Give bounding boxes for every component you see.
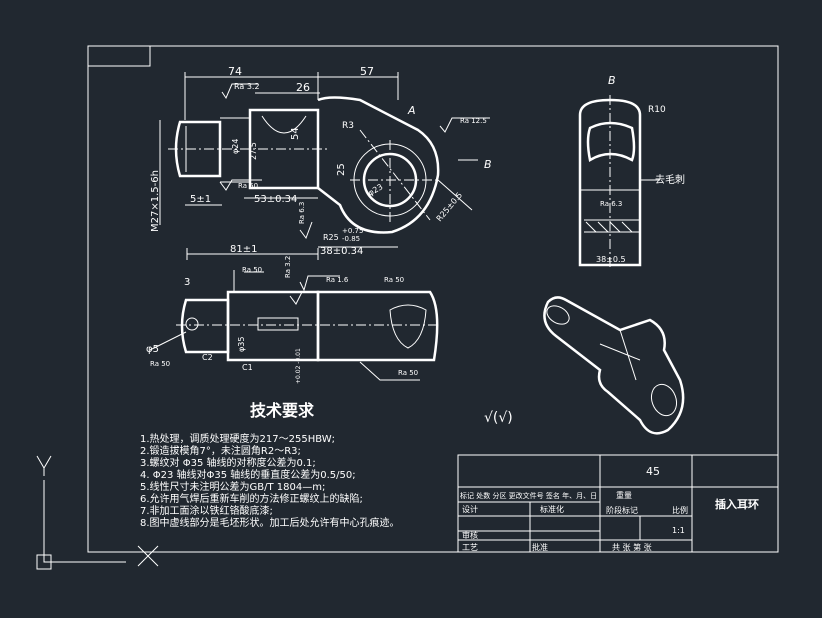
dim-27-5: 27.5	[249, 142, 258, 160]
title-process: 工艺	[462, 543, 478, 552]
dim-phi5: φ5	[146, 344, 159, 355]
roughness-ra16: Ra 1.6	[326, 276, 349, 284]
dim-phi35: φ35	[237, 337, 246, 352]
roughness-ra50: Ra 50	[238, 182, 258, 190]
front-view[interactable]: 74 57 26 Ra 3.2 R3 54 25 M27×1.5-6h 5±1 …	[150, 65, 492, 260]
title-material: 45	[646, 465, 660, 478]
drawing-border	[87, 45, 779, 553]
roughness-note: √(√)	[484, 410, 513, 426]
requirements-title: 技术要求	[250, 401, 315, 420]
requirement-line: 5.线性尺寸未注明公差为GB/T 1804—m;	[140, 480, 325, 493]
title-part-name: 插入耳环	[715, 497, 759, 511]
plan-view[interactable]: Ra 50 Ra 3.2 Ra 1.6 Ra 50 Ra 50 Ra 50 φ5…	[146, 256, 440, 384]
dim-5: 5±1	[190, 194, 211, 205]
requirement-line: 4. Φ23 轴线对Φ35 轴线的垂直度公差为0.5/50;	[140, 468, 356, 481]
dim-3: 3	[184, 277, 190, 288]
title-row-mark: 标记 处数 分区 更改文件号 签名 年、月、日	[460, 491, 597, 500]
roughness-ra50-a: Ra 50	[242, 266, 262, 274]
tol-plus: +0.75	[342, 227, 363, 235]
title-scale-value: 1:1	[672, 526, 685, 535]
title-standardize: 标准化	[540, 504, 564, 514]
dim-54: 54	[290, 127, 301, 140]
dim-phi24: φ24	[231, 139, 240, 154]
corner-tag-box	[87, 45, 151, 67]
dim-c2: C2	[202, 353, 213, 362]
dim-c1: C1	[242, 363, 253, 372]
dim-r3: R3	[342, 121, 354, 131]
technical-requirements: 技术要求 1.热处理，调质处理硬度为217～255HBW;2.锻造拔模角7°，未…	[140, 401, 513, 529]
dim-38-b: 38±0.5	[596, 255, 626, 264]
title-sheets: 共 张 第 张	[612, 542, 652, 552]
tol-minus: -0.85	[342, 235, 360, 243]
roughness-ra63-b: Ra 6.3	[600, 200, 622, 208]
requirement-line: 1.热处理，调质处理硬度为217～255HBW;	[140, 432, 335, 445]
roughness-ra50-b: Ra 50	[384, 276, 404, 284]
dim-25: 25	[336, 163, 347, 176]
dim-81: 81±1	[230, 244, 257, 255]
callout-burr: 去毛刺	[655, 174, 685, 186]
roughness-ra50-d: Ra 50	[398, 369, 418, 377]
isometric-view[interactable]	[543, 296, 685, 435]
requirement-line: 7.非加工面涂以铁红铬酸底漆;	[140, 504, 273, 517]
roughness-ra125: Ra 12.5	[460, 117, 487, 125]
view-b[interactable]: B R10 去毛刺 Ra 6.3 38±0.5	[578, 74, 685, 270]
view-b-label: B	[608, 74, 616, 87]
requirement-line: 3.螺纹对 Φ35 轴线的对称度公差为0.1;	[140, 456, 316, 469]
roughness-ra32-b: Ra 3.2	[284, 256, 292, 278]
dim-m27: M27×1.5-6h	[150, 170, 161, 232]
section-label-a: A	[407, 104, 416, 117]
title-weight: 重量	[616, 490, 632, 500]
roughness-ra32: Ra 3.2	[234, 82, 260, 91]
dim-r10: R10	[648, 105, 666, 115]
title-review: 审核	[462, 530, 478, 540]
section-label-b: B	[484, 158, 492, 171]
requirement-line: 2.锻造拔模角7°，未注圆角R2～R3;	[140, 444, 301, 457]
ucs-icon: Y X	[36, 451, 159, 570]
dim-57: 57	[360, 65, 374, 78]
requirement-line: 8.图中虚线部分是毛坯形状。加工后处允许有中心孔痕迹。	[140, 516, 400, 529]
title-design: 设计	[462, 504, 478, 514]
roughness-ra50-c: Ra 50	[150, 360, 170, 368]
dim-phi23: φ23	[367, 182, 385, 198]
dim-26: 26	[296, 81, 310, 94]
dim-tol-plan: +0.02 -0.01	[295, 348, 302, 384]
title-block[interactable]: 45 插入耳环 标记 处数 分区 更改文件号 签名 年、月、日 设计 标准化 重…	[457, 454, 779, 553]
title-stage-mark: 阶段标记	[606, 505, 638, 515]
roughness-ra63: Ra 6.3	[298, 202, 306, 224]
dim-53: 53±0.34	[254, 194, 297, 205]
dim-74: 74	[228, 65, 242, 78]
dim-r25: R25	[323, 233, 339, 242]
dim-r25-05: R25±0.5	[435, 191, 465, 224]
dim-38: 38±0.34	[320, 246, 363, 257]
title-approve: 批准	[532, 542, 548, 552]
ucs-y-label: Y	[40, 451, 41, 453]
requirement-line: 6.允许用气焊后重新车削的方法修正螺纹上的缺陷;	[140, 492, 363, 505]
title-scale-label: 比例	[672, 505, 688, 515]
